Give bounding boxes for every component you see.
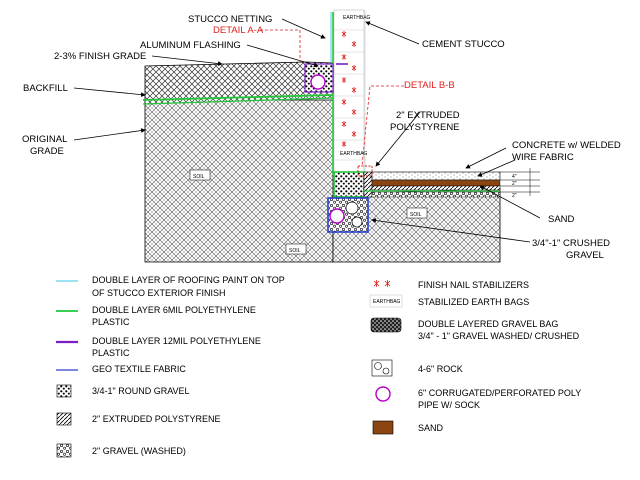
- earthbag-label-top: EARTHBAG: [343, 15, 371, 21]
- legend-label-polystyrene: 2" EXTRUDED POLYSTYRENE: [92, 414, 221, 424]
- legend-label-nail-stabilizers: FINISH NAIL STABILIZERS: [418, 280, 529, 290]
- legend-earthbag-text: EARTHBAG: [373, 299, 401, 305]
- callout-sand: SAND: [548, 214, 575, 225]
- legend-label-rock: 4-6" ROCK: [418, 364, 463, 374]
- legend-label-gravel-bag-1: DOUBLE LAYERED GRAVEL BAG: [418, 319, 558, 329]
- callout-crushed-1: 3/4"-1" CRUSHED: [532, 238, 610, 249]
- legend-label-roof-paint-1: DOUBLE LAYER OF ROOFING PAINT ON TOP: [92, 275, 285, 285]
- legend-swatch-polystyrene: [56, 412, 72, 426]
- legend-swatch-gravel-bag: [370, 317, 402, 333]
- rock-1: [345, 201, 359, 215]
- drain-pipe-b: [329, 208, 345, 224]
- callout-polystyrene-2: POLYSTYRENE: [390, 122, 460, 133]
- callout-concrete-2: WIRE FABRIC: [512, 152, 574, 163]
- leader-lines: [73, 18, 541, 243]
- legend-label-12mil-1: DOUBLE LAYER 12MIL POLYETHYLENE: [92, 336, 261, 346]
- earthbag-label-bottom: EARTHBAG: [340, 151, 368, 157]
- legend-label-pipe-2: PIPE W/ SOCK: [418, 400, 480, 410]
- legend-label-12mil-2: PLASTIC: [92, 348, 130, 358]
- earthbag-courses: [334, 29, 364, 161]
- callout-concrete-1: CONCRETE w/ WELDED: [512, 140, 621, 151]
- soil-label-3: SOIL: [410, 212, 422, 218]
- legend-label-geotextile: GEO TEXTILE FABRIC: [92, 364, 186, 374]
- legend-left: DOUBLE LAYER OF ROOFING PAINT ON TOP OF …: [56, 275, 285, 458]
- legend-swatch-earthbag: [369, 294, 403, 308]
- detail-leaders: [260, 29, 404, 167]
- dim-2in-b: 2": [512, 193, 517, 199]
- legend-label-washed-gravel: 2" GRAVEL (WASHED): [92, 446, 186, 456]
- poly-layer-backfill-2: [142, 97, 334, 105]
- callout-aluminum-flashing: ALUMINUM FLASHING: [140, 40, 241, 51]
- detail-b-box: [357, 165, 373, 177]
- callout-crushed-2: GRAVEL: [566, 250, 604, 261]
- legend-swatch-round-gravel: [56, 384, 72, 398]
- finish-nail-stabilizers: [341, 31, 357, 147]
- callout-cement-stucco: CEMENT STUCCO: [422, 39, 505, 50]
- legend-swatch-washed-gravel: [56, 443, 72, 458]
- legend-right: FINISH NAIL STABILIZERS EARTHBAG STABILI…: [369, 280, 581, 435]
- soil-tag-2: [285, 243, 307, 255]
- legend-label-roof-paint-2: OF STUCCO EXTERIOR FINISH: [92, 288, 226, 298]
- legend-label-round-gravel: 3/4-1" ROUND GRAVEL: [92, 386, 190, 396]
- poly-layer-backfill: [142, 94, 334, 101]
- soil-mass-right: [332, 187, 501, 263]
- callout-original-grade-1: ORIGINAL: [22, 134, 67, 145]
- callout-detail-b: DETAIL B-B: [404, 80, 455, 91]
- legend-rock-glyph-1: [374, 362, 382, 370]
- callout-stucco-netting: STUCCO NETTING: [188, 14, 272, 25]
- legend-label-earth-bags: STABILIZED EARTH BAGS: [418, 297, 529, 307]
- soil-tag-3: [406, 207, 428, 219]
- floor-polystyrene: [371, 185, 501, 191]
- legend-swatch-sand: [372, 420, 394, 435]
- concrete-slab: [371, 171, 501, 181]
- crushed-gravel-base: [371, 191, 501, 198]
- dim-2in-a: 2": [512, 181, 517, 187]
- legend-label-6mil-2: PLASTIC: [92, 317, 130, 327]
- legend-label-sand: SAND: [418, 423, 444, 433]
- legend-rock-glyph-2: [382, 367, 390, 375]
- legend-swatch-rock: [371, 359, 393, 377]
- soil-mass: [144, 99, 334, 263]
- callout-finish-grade: 2-3% FINISH GRADE: [54, 51, 146, 62]
- drain-pipe-a: [310, 74, 326, 90]
- callout-backfill: BACKFILL: [23, 83, 68, 94]
- earthbag-wall: [333, 9, 365, 176]
- legend-label-pipe-1: 6" CORRUGATED/PERFORATED POLY: [418, 388, 581, 398]
- callout-original-grade-2: GRADE: [30, 146, 64, 157]
- dimension-lines: [500, 168, 540, 196]
- callout-detail-a: DETAIL A-A: [213, 25, 264, 36]
- dim-4in: 4": [512, 174, 517, 180]
- legend-swatch-pipe: [375, 386, 391, 402]
- soil-tag-1: [189, 169, 211, 181]
- legend-swatch-nail-stabilizer: [373, 280, 391, 287]
- callout-polystyrene-1: 2" EXTRUDED: [396, 110, 460, 121]
- legend-label-gravel-bag-2: 3/4" - 1" GRAVEL WASHED/ CRUSHED: [418, 331, 580, 341]
- soil-label-2: SOIL: [289, 248, 301, 254]
- sand-layer: [371, 179, 501, 187]
- legend-label-6mil-1: DOUBLE LAYER 6MIL POLYETHYLENE: [92, 305, 256, 315]
- soil-label-1: SOIL: [193, 174, 205, 180]
- rock-2: [351, 216, 363, 228]
